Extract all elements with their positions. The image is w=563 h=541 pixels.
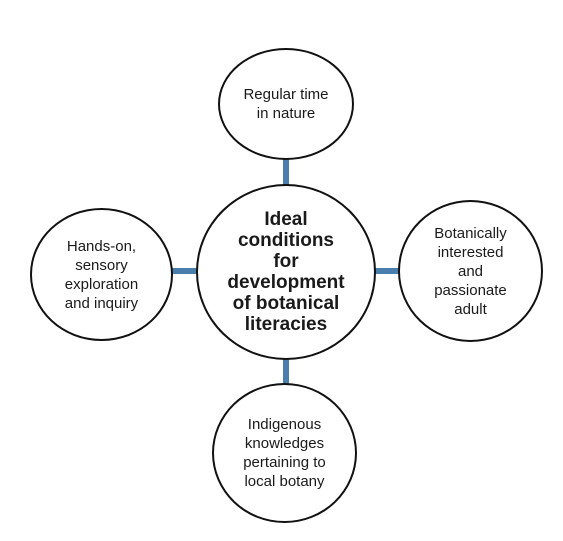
node-bottom-label: Indigenous knowledges pertaining to loca… (243, 416, 326, 490)
node-left-label: Hands-on, sensory exploration and inquir… (64, 237, 139, 312)
node-top-label: Regular time in nature (243, 86, 329, 122)
node-regular-time-in-nature: Regular time in nature (218, 48, 354, 160)
connector-right (374, 268, 400, 274)
node-botanically-interested-adult: Botanically interested and passionate ad… (398, 200, 543, 342)
connector-bottom (283, 355, 289, 385)
connector-left (172, 268, 198, 274)
node-center-label: Ideal conditions for development of bota… (227, 209, 345, 335)
node-right-label: Botanically interested and passionate ad… (434, 224, 507, 318)
node-indigenous-knowledges: Indigenous knowledges pertaining to loca… (212, 383, 357, 523)
node-center-ideal-conditions: Ideal conditions for development of bota… (196, 184, 376, 360)
connector-top (283, 158, 289, 185)
node-hands-on-exploration: Hands-on, sensory exploration and inquir… (30, 208, 173, 341)
